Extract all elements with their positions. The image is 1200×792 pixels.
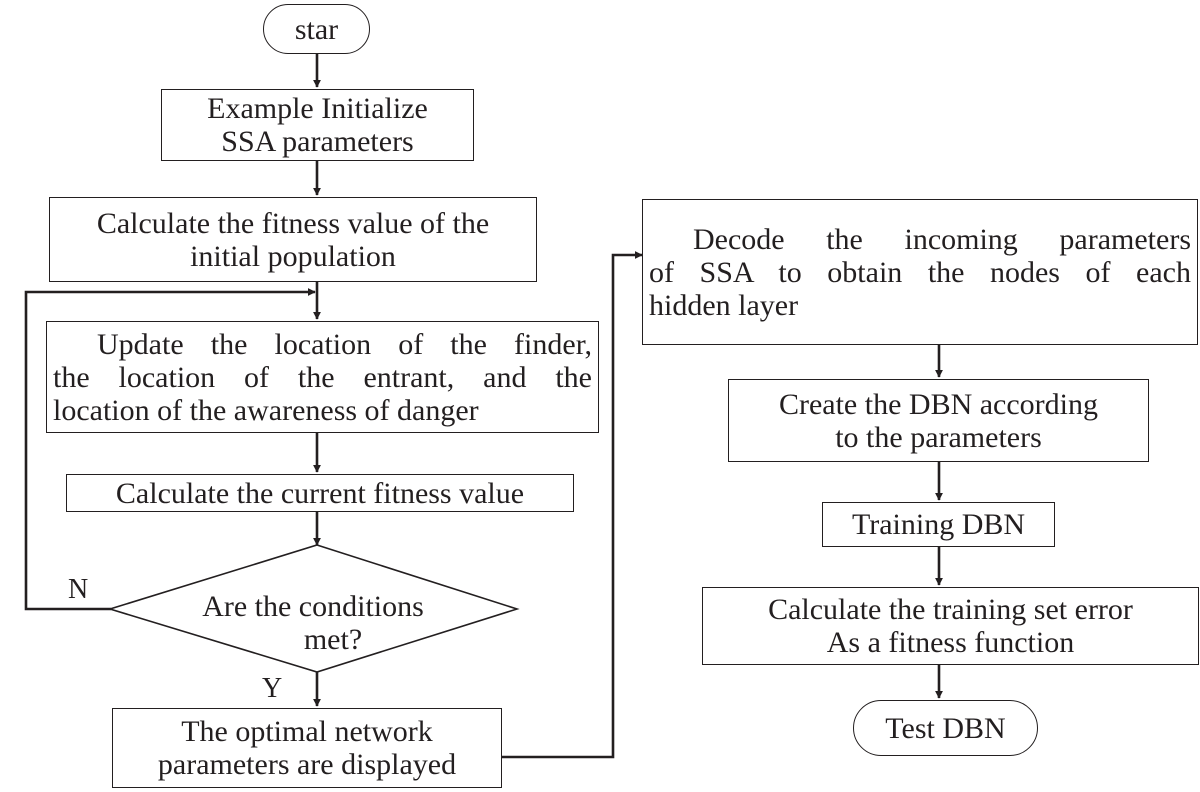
training-error-box: Calculate the training set error As a fi… <box>702 587 1199 665</box>
training-dbn-box: Training DBN <box>822 502 1055 547</box>
create-line-1: Create the DBN according <box>778 387 1099 421</box>
decode-line-3: hidden layer <box>649 288 799 322</box>
update-line-2: the location of the entrant, and the <box>53 360 592 394</box>
error-line-2: As a fitness function <box>826 626 1075 659</box>
update-line-1: Update the location of the finder, <box>97 327 592 361</box>
connector-optimal-to-decode <box>500 251 643 759</box>
yes-branch-label: Y <box>262 673 283 704</box>
calc-current-label: Calculate the current fitness value <box>115 476 525 510</box>
start-label: star <box>294 12 339 46</box>
optimal-line-2: parameters are displayed <box>157 748 457 781</box>
decode-parameters-box: Decode the incoming parameters of SSA to… <box>642 199 1198 345</box>
training-label: Training DBN <box>851 508 1026 541</box>
init-line-1: Example Initialize <box>207 92 428 125</box>
decision-text: Are the conditions met? <box>158 590 468 656</box>
error-line-1: Calculate the training set error <box>768 593 1133 626</box>
test-label: Test DBN <box>885 711 1006 745</box>
loop-back-no-branch <box>24 288 316 611</box>
decision-line-2: met? <box>303 623 363 656</box>
no-branch-label: N <box>68 574 89 605</box>
create-line-2: to the parameters <box>835 420 1042 454</box>
calc-initial-fitness-box: Calculate the fitness value of the initi… <box>49 197 537 282</box>
optimal-parameters-box: The optimal network parameters are displ… <box>112 708 502 788</box>
start-terminal: star <box>263 4 370 54</box>
decision-line-1: Are the conditions <box>202 590 424 623</box>
decision-diamond <box>107 544 520 673</box>
calc-initial-line-1: Calculate the fitness value of the <box>96 206 490 240</box>
calc-current-fitness-box: Calculate the current fitness value <box>66 474 574 512</box>
update-line-3: location of the awareness of danger <box>53 393 479 427</box>
update-location-box: Update the location of the finder, the l… <box>46 321 599 433</box>
decode-line-2: of SSA to obtain the nodes of each <box>649 255 1191 289</box>
decode-line-1: Decode the incoming parameters <box>693 222 1191 256</box>
init-line-2: SSA parameters <box>221 125 414 158</box>
test-dbn-terminal: Test DBN <box>853 700 1038 756</box>
calc-initial-line-2: initial population <box>190 239 396 273</box>
create-dbn-box: Create the DBN according to the paramete… <box>728 379 1149 462</box>
optimal-line-1: The optimal network <box>181 715 433 748</box>
init-ssa-box: Example Initialize SSA parameters <box>161 89 474 161</box>
